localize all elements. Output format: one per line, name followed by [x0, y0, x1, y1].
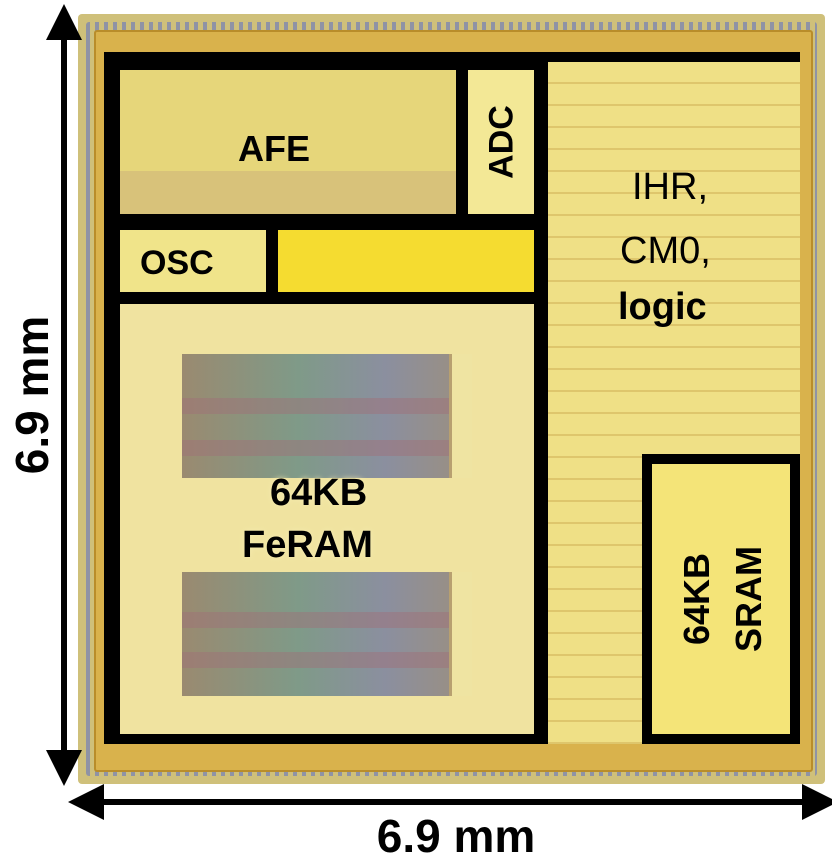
height-label: 6.9 mm — [6, 316, 58, 475]
width-label: 6.9 mm — [377, 810, 536, 861]
